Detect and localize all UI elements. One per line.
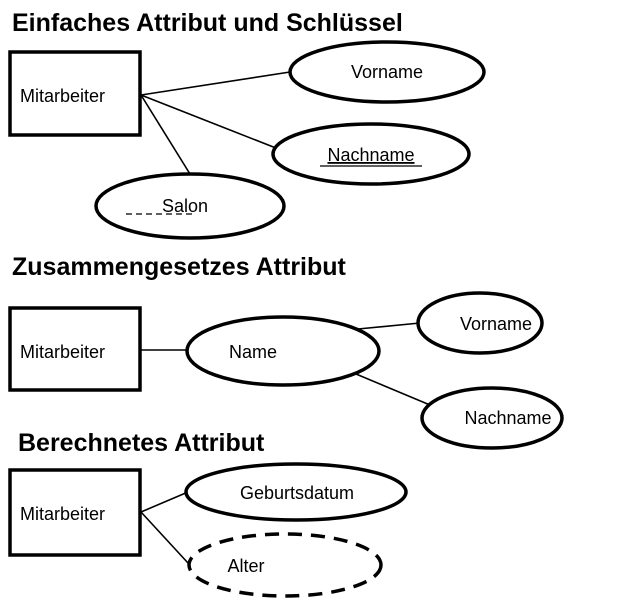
attribute-label: Vorname <box>351 62 423 82</box>
key-attribute-nachname <box>271 122 471 186</box>
attribute-label: Alter <box>227 556 264 576</box>
attribute-label: Name <box>229 342 277 362</box>
heading-composite-attribute: Zusammengesetzes Attribut <box>12 253 347 281</box>
derived-attribute-alter <box>187 532 383 598</box>
connectors-2 <box>141 322 431 406</box>
attribute-label: Nachname <box>464 408 551 428</box>
attribute-label: Geburtsdatum <box>240 483 354 503</box>
attribute-vorname <box>288 40 486 104</box>
entity-label: Mitarbeiter <box>20 342 105 362</box>
partial-key-label: Salon <box>162 196 208 216</box>
entity-mitarbeiter-2 <box>8 306 142 392</box>
connectors-1 <box>140 71 291 175</box>
connectors-3 <box>140 491 189 564</box>
partial-key-attribute-salon <box>94 172 286 240</box>
attribute-geburtsdatum <box>184 462 408 522</box>
attribute-nachname <box>420 386 564 450</box>
entity-label: Mitarbeiter <box>20 86 105 106</box>
key-attribute-label: Nachname <box>327 145 414 165</box>
entity-mitarbeiter-3 <box>8 468 142 557</box>
entity-mitarbeiter-1 <box>8 50 142 137</box>
attribute-label: Vorname <box>460 314 532 334</box>
composite-attribute-name <box>185 315 381 387</box>
heading-simple-attribute-key: Einfaches Attribut und Schlüssel <box>12 9 403 37</box>
attribute-vorname <box>416 291 544 355</box>
entity-label: Mitarbeiter <box>20 504 105 524</box>
heading-derived-attribute: Berechnetes Attribut <box>18 429 265 457</box>
